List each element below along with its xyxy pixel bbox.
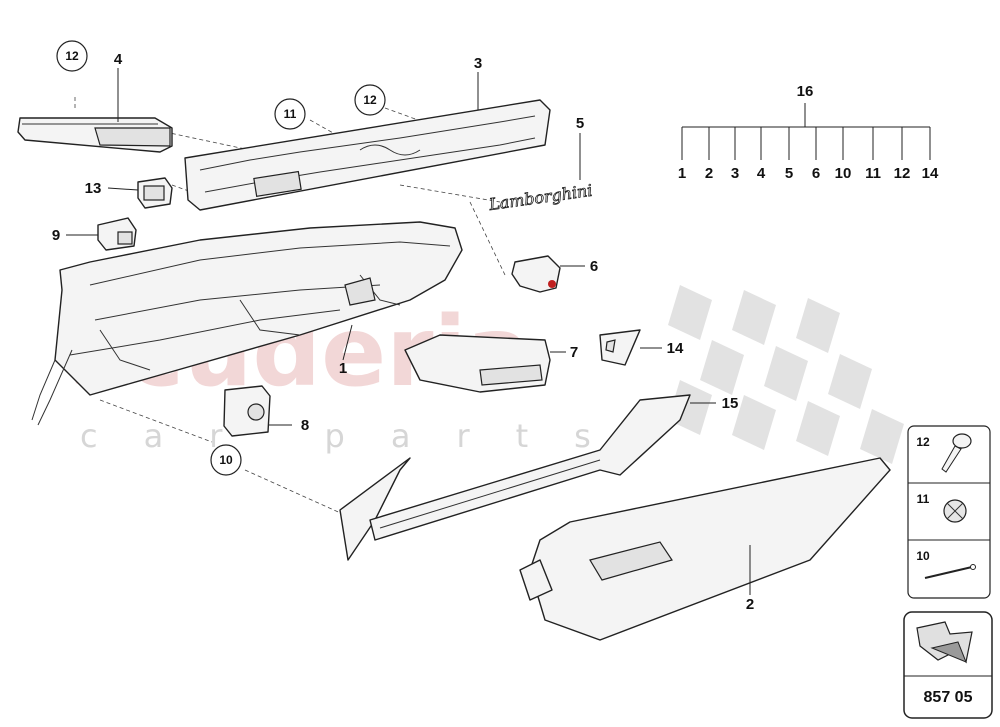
callout-12-mid: 12 bbox=[363, 93, 377, 107]
callout-circle bbox=[354, 84, 386, 116]
label-7: 7 bbox=[570, 344, 578, 361]
leader-lines bbox=[66, 68, 751, 595]
label-6: 6 bbox=[590, 258, 598, 275]
part-1-frame bbox=[31, 221, 463, 426]
nav-code-box[interactable]: 857 05 bbox=[903, 611, 993, 719]
part-2-glovebox-lid bbox=[519, 457, 891, 641]
label-15: 15 bbox=[722, 395, 739, 412]
label-4: 4 bbox=[114, 51, 123, 68]
callout-10: 10 bbox=[219, 453, 233, 467]
group-item: 3 bbox=[731, 165, 739, 182]
nav-code: 857 05 bbox=[924, 689, 973, 706]
part-14-plate bbox=[599, 329, 641, 366]
label-1: 1 bbox=[339, 360, 347, 377]
clip-nut-icon bbox=[943, 499, 967, 523]
label-14: 14 bbox=[667, 340, 684, 357]
callout-circle bbox=[56, 40, 88, 72]
watermark-sub: car parts bbox=[80, 417, 637, 455]
part-7-tray bbox=[404, 334, 551, 393]
callout-labels: 12 11 12 10 4 3 5 13 9 6 7 14 1 8 15 2 bbox=[52, 40, 754, 613]
legend-label-12: 12 bbox=[916, 435, 930, 449]
callout-12-top: 12 bbox=[65, 49, 79, 63]
label-8: 8 bbox=[301, 417, 309, 434]
label-13: 13 bbox=[85, 180, 102, 197]
part-6-connector bbox=[511, 255, 561, 293]
callout-11: 11 bbox=[284, 107, 297, 121]
legend-label-10: 10 bbox=[916, 549, 930, 563]
checker-flag-watermark bbox=[668, 285, 904, 464]
label-9: 9 bbox=[52, 227, 60, 244]
fastener-legend: 12 11 10 bbox=[907, 425, 991, 599]
screw-icon bbox=[941, 433, 972, 473]
group-item: 1 bbox=[678, 165, 686, 182]
callout-circle bbox=[274, 98, 306, 130]
lamborghini-emblem: Lamborghini bbox=[487, 181, 594, 214]
part-3-trim-panel bbox=[184, 99, 551, 211]
label-5: 5 bbox=[576, 115, 584, 132]
group-item: 2 bbox=[705, 165, 713, 182]
pin-icon bbox=[924, 564, 976, 579]
group-item: 11 bbox=[865, 165, 881, 182]
group-item: 10 bbox=[835, 165, 852, 182]
arrow-icon bbox=[916, 621, 973, 664]
label-3: 3 bbox=[474, 55, 482, 72]
label-2: 2 bbox=[746, 596, 754, 613]
part-9-sensor bbox=[97, 217, 137, 251]
group-item: 12 bbox=[894, 165, 911, 182]
part-4-module bbox=[17, 117, 173, 153]
part-8-switch bbox=[223, 385, 271, 437]
callout-circle bbox=[210, 444, 242, 476]
legend-label-11: 11 bbox=[917, 492, 930, 506]
group-item: 6 bbox=[812, 165, 820, 182]
group-item: 5 bbox=[785, 165, 793, 182]
group-title: 16 bbox=[797, 83, 814, 100]
group-item: 14 bbox=[922, 165, 939, 182]
part-13-switch bbox=[137, 177, 173, 209]
part-15-side-trim bbox=[339, 394, 691, 561]
group-item: 4 bbox=[757, 165, 766, 182]
group-16-tree: 16 1 2 3 4 5 6 10 11 12 14 bbox=[678, 83, 939, 182]
